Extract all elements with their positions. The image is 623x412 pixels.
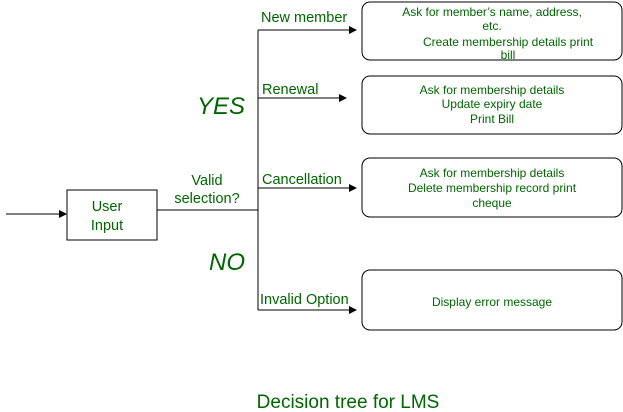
user-input-label-line-2: Input <box>91 218 123 234</box>
decision-label-line-2: selection? <box>174 191 239 207</box>
yes-label: YES <box>197 93 245 120</box>
action-text-renewal-line-3: Print Bill <box>470 112 514 126</box>
action-box-invalid-option <box>361 269 623 331</box>
branch-label-new-member: New member <box>261 10 347 26</box>
user-input-label-line-1: User <box>92 199 123 215</box>
action-box-new-member <box>361 1 623 61</box>
action-text-new-member-line-2: etc. <box>482 19 501 33</box>
action-text-new-member-line-3: Create membership details print <box>423 35 594 49</box>
action-text-cancellation-line-1: Ask for membership details <box>420 166 565 180</box>
diagram-caption: Decision tree for LMS <box>257 392 440 412</box>
branch-label-cancellation: Cancellation <box>262 172 342 188</box>
action-text-invalid-option-line-1: Display error message <box>432 295 552 309</box>
branch-label-renewal: Renewal <box>262 82 318 98</box>
action-text-new-member-line-1: Ask for member’s name, address, <box>402 5 582 19</box>
action-box-cancellation <box>361 157 623 218</box>
user-input-box <box>66 189 158 241</box>
action-text-renewal-line-2: Update expiry date <box>442 97 543 111</box>
action-text-renewal-line-1: Ask for membership details <box>420 83 565 97</box>
action-text-cancellation-line-3: cheque <box>472 196 512 210</box>
action-box-renewal <box>361 75 623 135</box>
action-text-cancellation-line-2: Delete membership record print <box>408 181 577 195</box>
action-text-new-member-line-4: bill <box>501 48 516 62</box>
decision-label-line-1: Valid <box>191 173 222 189</box>
branch-label-invalid-option: Invalid Option <box>260 292 349 308</box>
no-label: NO <box>209 249 245 276</box>
